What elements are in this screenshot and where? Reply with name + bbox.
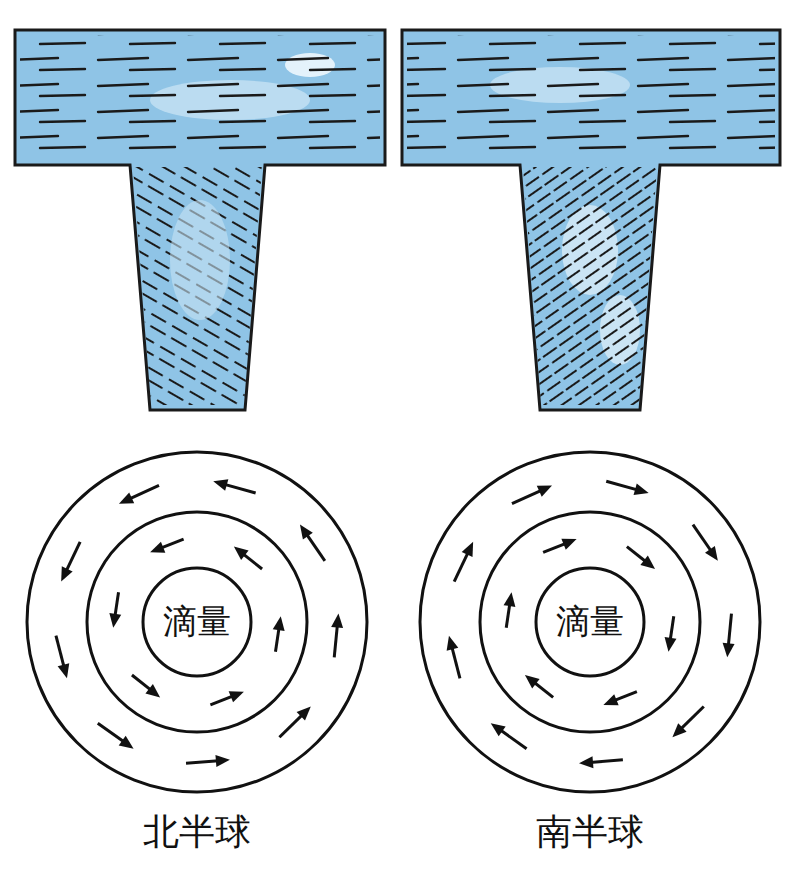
flow-arrow-head — [58, 663, 70, 678]
flow-arrow-head — [273, 616, 285, 631]
flow-arrow-head — [213, 479, 228, 491]
flow-arrow-head — [145, 684, 160, 697]
flow-arrow-head — [462, 542, 473, 557]
flow-arrow-head — [119, 736, 134, 749]
center-circle: 滴量 — [534, 566, 646, 678]
flow-arrow-head — [215, 755, 229, 767]
hemisphere-label: 北半球 — [143, 808, 251, 857]
hemisphere-label: 南半球 — [536, 808, 644, 857]
flow-arrow-head — [331, 614, 343, 629]
flow-arrow-head — [665, 637, 677, 652]
flow-arrow-head — [234, 547, 249, 560]
flow-arrow-head — [119, 492, 134, 503]
center-circle: 滴量 — [141, 566, 253, 678]
flow-arrow-head — [561, 539, 576, 550]
node-text: 滴量 — [163, 599, 231, 645]
flow-arrow-head — [491, 723, 506, 736]
node-text: 滴量 — [556, 599, 624, 645]
flow-arrow-head — [525, 675, 540, 688]
flow-arrow-head — [150, 542, 165, 553]
flow-arrow-head — [672, 723, 686, 737]
flow-arrow-head — [603, 694, 618, 705]
flow-arrow-head — [61, 566, 72, 581]
flow-arrow-head — [537, 485, 552, 496]
funnel-north — [15, 30, 385, 410]
flow-arrow-head — [634, 483, 649, 495]
flow-arrow-head — [640, 556, 655, 569]
flow-arrow-head — [229, 691, 244, 702]
flow-arrow-head — [579, 756, 593, 768]
flow-arrow-head — [109, 613, 121, 628]
rings — [27, 452, 760, 792]
flow-arrow-head — [504, 592, 516, 607]
flow-arrow-head — [297, 706, 311, 720]
flow-arrow-head — [705, 546, 718, 561]
funnel-south — [402, 30, 780, 410]
flow-arrows — [56, 479, 735, 768]
flow-arrow-head — [300, 525, 313, 540]
flow-arrow-head — [723, 643, 735, 658]
flow-arrow-head — [447, 636, 459, 651]
